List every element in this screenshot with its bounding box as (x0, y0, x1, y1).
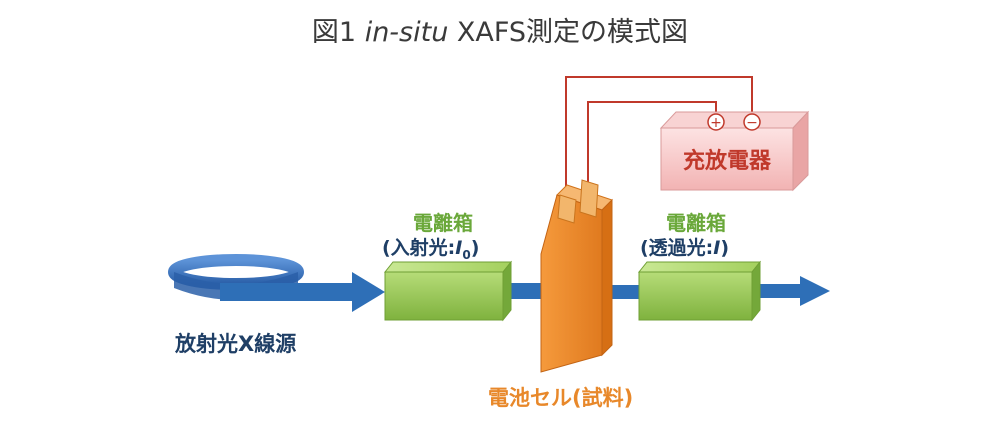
charger-label: 充放電器 (683, 148, 772, 174)
title-prefix: 図1 (311, 17, 365, 48)
battery-cell (540, 184, 613, 373)
cell-tab-2 (579, 179, 599, 218)
cell-tab-1 (557, 194, 577, 224)
minus-sign: − (746, 115, 758, 131)
battery-cell-label: 電池セル(試料) (488, 386, 634, 410)
ion-chamber-2-name: 電離箱 (666, 211, 726, 235)
ion-chamber-transmitted (637, 260, 762, 322)
plus-sign: + (710, 115, 722, 131)
title-italic: in-situ (364, 17, 449, 48)
beam-exit-arrow (750, 276, 830, 306)
ion-chamber-1-close: ) (470, 237, 480, 259)
ion-chamber-2-close: ) (720, 237, 730, 259)
ion-chamber-2-sub-text: (透過光: (640, 237, 714, 259)
plus-terminal: + (707, 113, 725, 131)
ion-chamber-1-sub-text: (入射光: (382, 237, 456, 259)
ion-chamber-incident (383, 260, 513, 322)
ion-chamber-1-symbol: I (455, 237, 463, 259)
title-suffix: XAFS測定の模式図 (448, 17, 689, 48)
ion-chamber-2-symbol: I (713, 237, 721, 259)
ion-chamber-1-subscript: 0 (462, 247, 471, 262)
wire-negative (587, 101, 717, 198)
figure-title: 図1 in-situ XAFS測定の模式図 (0, 10, 1000, 49)
wire-positive (565, 76, 753, 200)
ion-chamber-2-sub: (透過光:I) (640, 233, 729, 260)
ion-chamber-1-sub: (入射光:I0) (382, 233, 479, 262)
ion-chamber-1-name: 電離箱 (413, 211, 473, 235)
minus-terminal: − (743, 113, 761, 131)
source-beam-arrow (220, 272, 385, 312)
xray-source-label: 放射光X線源 (175, 332, 297, 356)
